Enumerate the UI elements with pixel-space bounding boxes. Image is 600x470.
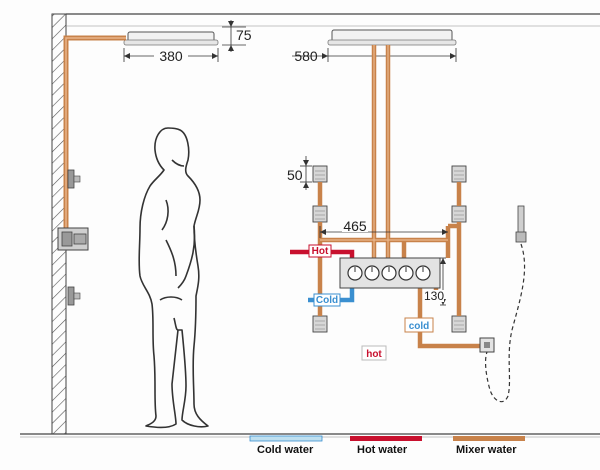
wall-outlet-upper [67,169,75,189]
valve-handle-2 [364,265,380,281]
body-jet-left-2 [312,205,328,223]
dim-130-label: 130 [424,289,444,303]
dim-465-label: 465 [343,218,367,234]
hot-tag: hot [361,345,387,361]
figure-jaw [171,159,185,167]
rain-head-left [123,31,219,46]
hand-shower-head-icon [517,205,525,235]
legend-swatch-hot [350,436,422,441]
valve-handle-5 [415,265,431,281]
dimension-body-jet-spacing: 50 [287,156,312,190]
dim-50-label: 50 [287,167,303,183]
dimension-right-head: 580 [292,48,457,64]
cold-tag-label: cold [409,321,430,332]
human-figure [138,127,209,429]
valve-handle-3 [381,265,397,281]
legend-swatch-cold [249,435,323,442]
legend-label-mixer: Mixer water [456,444,517,456]
wall-fittings [57,169,89,306]
dimension-ceiling-drop: 75 [222,20,252,52]
dim-380-label: 380 [159,48,183,64]
mixer-pipes-highlight [320,45,448,258]
figure-chest [161,199,169,231]
hot-tag-label: hot [366,349,382,360]
dimension-valve-drop: 130 [424,257,446,306]
valve-handle-4 [398,265,414,281]
hand-shower [479,205,527,403]
mixer-pipe-left [63,35,126,236]
figure-body [138,127,209,429]
cold-inlet-tag: Cold [313,293,341,307]
legend: Cold water Hot water Mixer water [249,435,525,456]
legend-label-cold: Cold water [257,444,314,456]
thermostatic-valve [339,257,441,289]
figure-groin [173,317,179,331]
hot-inlet-label: Hot [312,246,329,257]
wall-outlet-lower [67,286,75,306]
body-jet-right-3 [451,315,467,333]
dim-580-label: 580 [294,48,318,64]
figure-abdomen [165,239,177,277]
body-jet-left-1 [312,165,328,183]
valve-handle-1 [347,265,363,281]
dimension-valve-width: 465 [319,218,448,238]
mixer-handshower-line [417,286,480,349]
body-jet-left-3 [312,315,328,333]
wall-structure [20,13,600,438]
cold-tag: cold [404,317,434,333]
dimension-left-head: 380 [123,48,219,64]
hand-shower-hose [484,243,526,403]
figure-hip [159,296,183,301]
body-jets [312,165,467,333]
hot-inlet-tag: Hot [308,244,332,258]
dim-75-label: 75 [236,27,252,43]
body-jet-right-2 [451,205,467,223]
figure-arm [177,225,196,289]
body-jet-right-1 [451,165,467,183]
cold-inlet-label: Cold [316,295,338,306]
rain-head-right [327,29,457,46]
legend-swatch-mixer [453,436,525,441]
legend-label-hot: Hot water [357,444,408,456]
